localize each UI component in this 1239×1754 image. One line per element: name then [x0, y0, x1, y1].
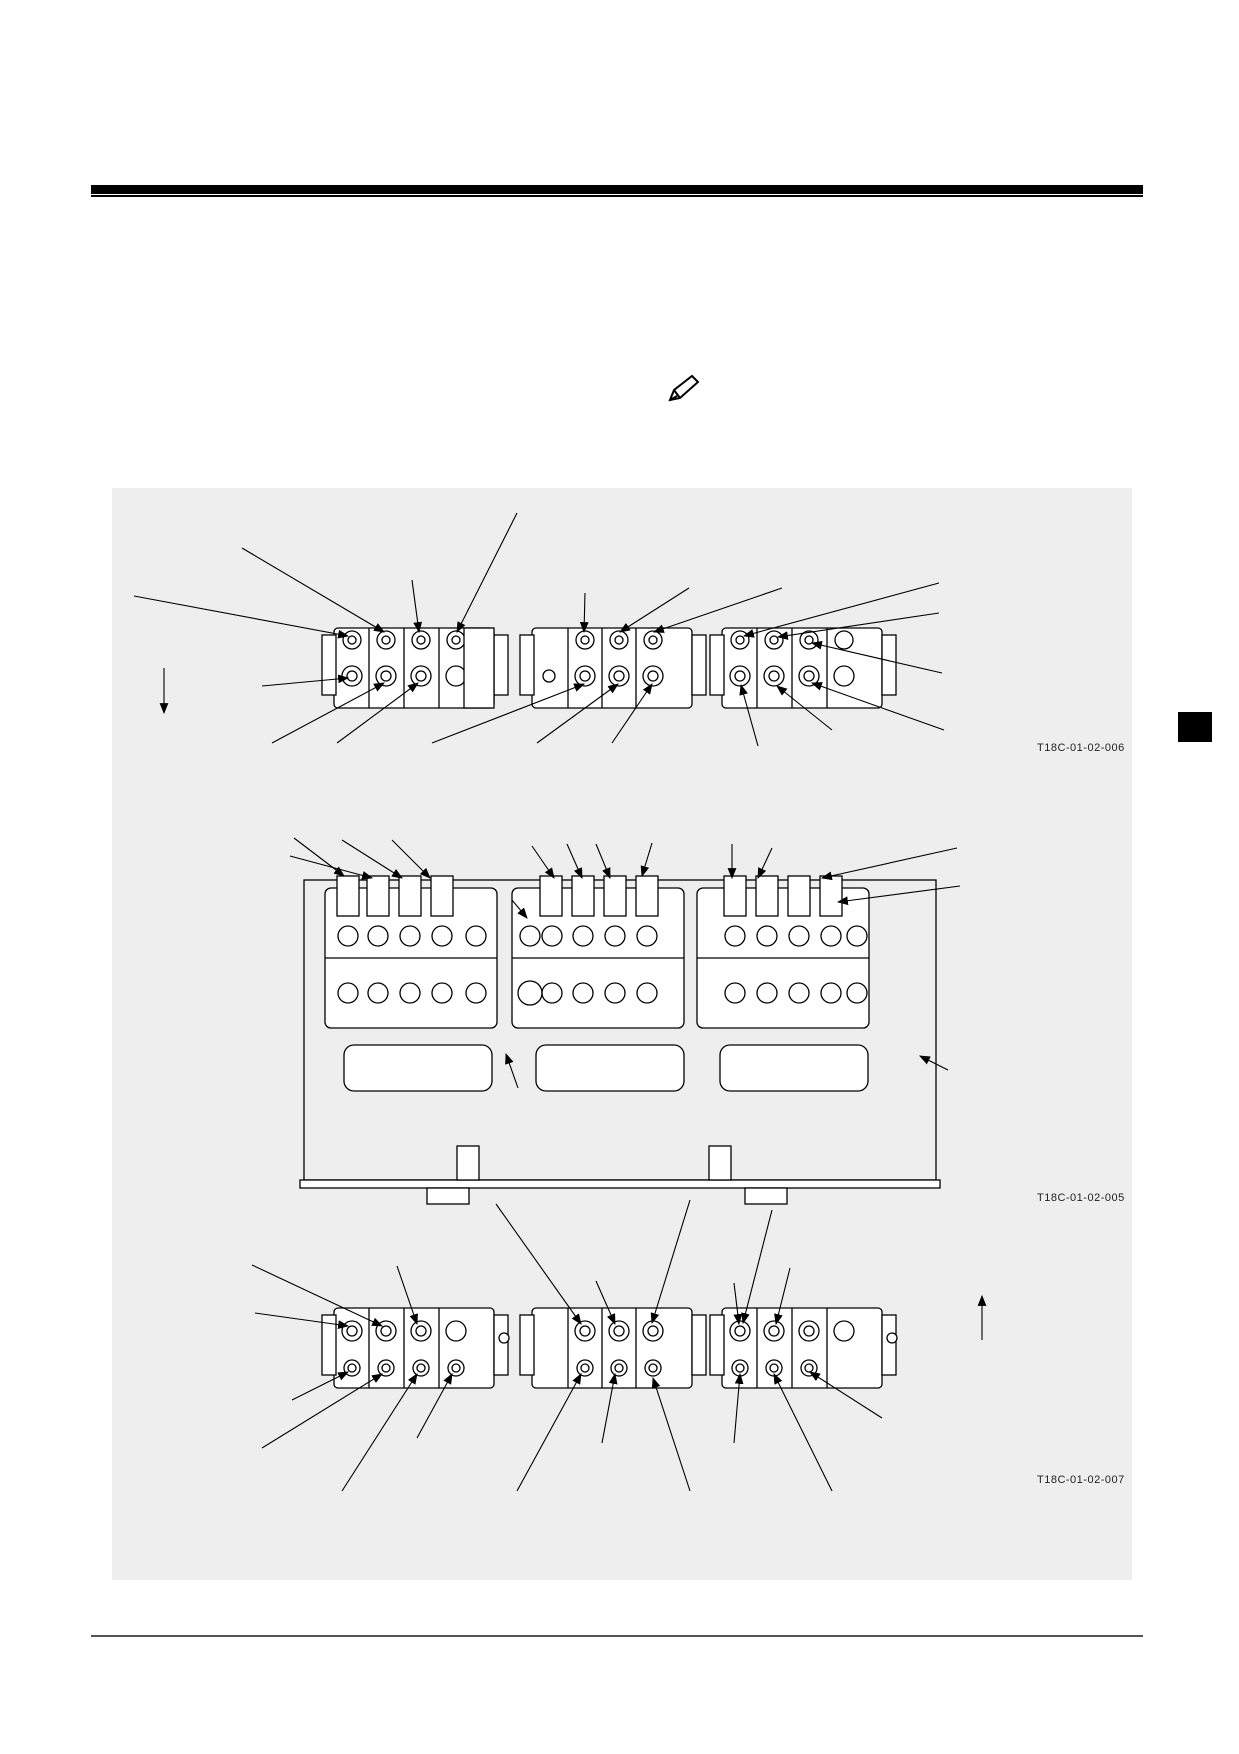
footer-rule [91, 1635, 1143, 1637]
section-tab [1178, 712, 1212, 742]
figure-1-diagram [321, 627, 897, 709]
figure-2-diagram [299, 875, 941, 1205]
figure-3-leaders [251, 1199, 987, 1492]
header-rule [91, 185, 1143, 197]
figure-id: T18C-01-02-006 [1037, 742, 1125, 754]
figure-panel: T18C-01-02-006 T18C-01-02-005 T18C-01-02… [112, 488, 1132, 1580]
figure-3-diagram [321, 1307, 898, 1389]
figure-id: T18C-01-02-007 [1037, 1474, 1125, 1486]
figure-1-leaders [133, 512, 945, 747]
figure-2-leaders [289, 837, 961, 1089]
pencil-icon [668, 374, 700, 402]
figure-id: T18C-01-02-005 [1037, 1192, 1125, 1204]
